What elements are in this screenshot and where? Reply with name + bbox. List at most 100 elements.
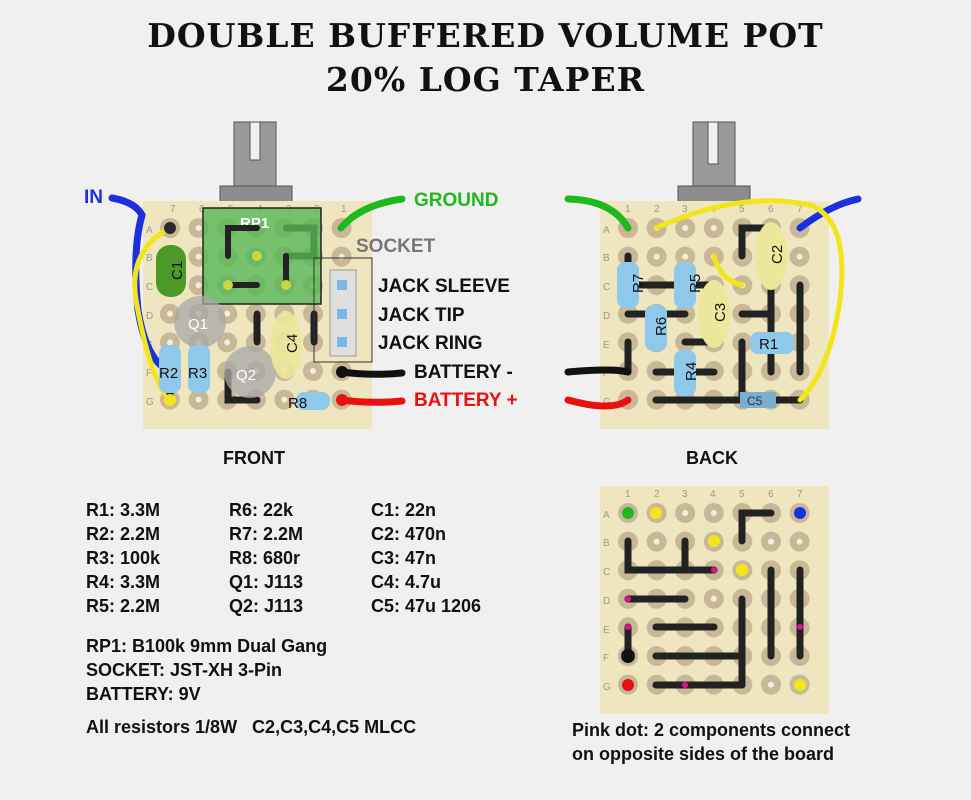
back-row-a: A bbox=[603, 225, 610, 236]
capacitor-c3 bbox=[698, 280, 730, 348]
front-row-g: G bbox=[146, 397, 154, 408]
resistor-r3 bbox=[188, 345, 210, 393]
label-r7: R7 bbox=[630, 274, 647, 293]
resistor-r5 bbox=[674, 262, 696, 308]
pad-hole bbox=[195, 396, 202, 403]
resistor-r6 bbox=[645, 305, 667, 351]
pink-row-f: F bbox=[603, 653, 609, 664]
pad-hole bbox=[682, 225, 689, 231]
label-r5: R5 bbox=[687, 274, 704, 293]
pink-row-e: E bbox=[603, 625, 610, 636]
capacitor-c2 bbox=[755, 222, 787, 290]
back-row-d: D bbox=[603, 311, 610, 322]
pad-hole bbox=[195, 225, 202, 231]
bom-item: R3: 100k bbox=[86, 548, 161, 568]
pad-hole bbox=[653, 538, 660, 545]
transistor-q1 bbox=[174, 296, 226, 348]
capacitor-c1 bbox=[156, 245, 186, 297]
bom-extra: RP1: B100k 9mm Dual Gang SOCKET: JST-XH … bbox=[86, 634, 327, 706]
back-row-g: G bbox=[603, 397, 611, 408]
front-pad-red bbox=[336, 394, 348, 406]
bom-item: R7: 2.2M bbox=[229, 524, 304, 544]
pad-hole bbox=[195, 253, 202, 260]
bom-column-3: C1: 22n C2: 470n C3: 47n C4: 4.7u C5: 47… bbox=[371, 498, 481, 618]
front-wire-battery-neg bbox=[338, 368, 406, 378]
back-wire-ground bbox=[564, 195, 632, 232]
socket-outline bbox=[313, 257, 373, 363]
bom-item: R4: 3.3M bbox=[86, 572, 161, 592]
pad-hole bbox=[768, 538, 774, 545]
resistor-r8 bbox=[296, 392, 330, 410]
label-r4: R4 bbox=[683, 362, 700, 381]
back-row-f: F bbox=[603, 368, 609, 379]
label-c5: C5 bbox=[747, 394, 763, 408]
front-col-7: 7 bbox=[170, 204, 176, 215]
pad-hole bbox=[768, 681, 774, 688]
bom-item: R1: 3.3M bbox=[86, 500, 161, 520]
pink-col-3: 3 bbox=[682, 489, 688, 500]
back-wire-yellow bbox=[653, 198, 845, 403]
caption-front: FRONT bbox=[223, 448, 285, 468]
title-line-1: DOUBLE BUFFERED VOLUME POT bbox=[147, 16, 824, 55]
front-pad-yellow bbox=[164, 394, 176, 406]
pad-hole bbox=[653, 253, 660, 260]
capacitor-c4 bbox=[270, 311, 302, 379]
back-row-e: E bbox=[603, 340, 610, 351]
pink-row-c: C bbox=[603, 567, 610, 578]
back-wire-in bbox=[796, 195, 862, 232]
label-r8: R8 bbox=[288, 395, 307, 412]
resistor-r1 bbox=[750, 332, 794, 354]
front-wire-ground bbox=[337, 195, 406, 232]
pot-shaft-slot bbox=[249, 121, 261, 161]
bom-item: C1: 22n bbox=[371, 500, 437, 520]
pad-hole bbox=[281, 396, 288, 403]
label-battery-neg: BATTERY - bbox=[414, 362, 513, 383]
label-battery-pos: BATTERY + bbox=[414, 390, 518, 411]
front-wire-battery-pos bbox=[338, 396, 406, 406]
label-jack-sleeve: JACK SLEEVE bbox=[378, 276, 510, 297]
bom-item: RP1: B100k 9mm Dual Gang bbox=[86, 636, 328, 656]
back-col-5: 5 bbox=[739, 204, 745, 215]
front-row-c: C bbox=[146, 282, 153, 293]
pad-hole bbox=[310, 368, 316, 374]
pad-hole bbox=[682, 253, 689, 260]
label-q1: Q1 bbox=[188, 316, 208, 333]
back-col-2: 2 bbox=[654, 204, 660, 215]
bom-item: BATTERY: 9V bbox=[86, 684, 201, 704]
back-col-1: 1 bbox=[625, 204, 631, 215]
front-row-b: B bbox=[146, 253, 153, 264]
pink-note-line-2: on opposite sides of the board bbox=[572, 744, 835, 764]
back-col-3: 3 bbox=[682, 204, 688, 215]
resistor-r2 bbox=[159, 345, 181, 393]
pink-col-1: 1 bbox=[625, 489, 631, 500]
pink-dots bbox=[625, 567, 803, 688]
pad-hole bbox=[710, 225, 717, 231]
bom-item: C4: 4.7u bbox=[371, 572, 442, 592]
label-c4: C4 bbox=[284, 334, 301, 353]
bom-item: R6: 22k bbox=[229, 500, 294, 520]
pad-hole bbox=[167, 310, 173, 317]
bom-item: R8: 680r bbox=[229, 548, 301, 568]
pink-col-2: 2 bbox=[654, 489, 660, 500]
pad-hole bbox=[796, 253, 803, 260]
bom-column-1: R1: 3.3M R2: 2.2M R3: 100k R4: 3.3M R5: … bbox=[86, 498, 160, 618]
bom-column-2: R6: 22k R7: 2.2M R8: 680r Q1: J113 Q2: J… bbox=[229, 498, 303, 618]
bom-item: C5: 47u 1206 bbox=[371, 596, 482, 616]
label-socket: SOCKET bbox=[356, 236, 436, 257]
front-wire-in bbox=[108, 194, 174, 376]
label-r6: R6 bbox=[653, 317, 670, 336]
transistor-q2 bbox=[224, 346, 276, 398]
resistor-r4 bbox=[674, 350, 696, 396]
pink-row-d: D bbox=[603, 596, 610, 607]
label-c3: C3 bbox=[712, 303, 729, 322]
resistor-r7 bbox=[617, 262, 639, 308]
bom-item: C3: 47n bbox=[371, 548, 437, 568]
back-row-b: B bbox=[603, 253, 610, 264]
pad-hole bbox=[710, 510, 717, 516]
front-col-1: 1 bbox=[341, 204, 347, 215]
pink-col-7: 7 bbox=[797, 489, 803, 500]
label-c2: C2 bbox=[769, 245, 786, 264]
pad-hole bbox=[710, 595, 717, 602]
label-c1: C1 bbox=[169, 261, 186, 280]
pink-note-line-1: Pink dot: 2 components connect bbox=[572, 720, 851, 740]
